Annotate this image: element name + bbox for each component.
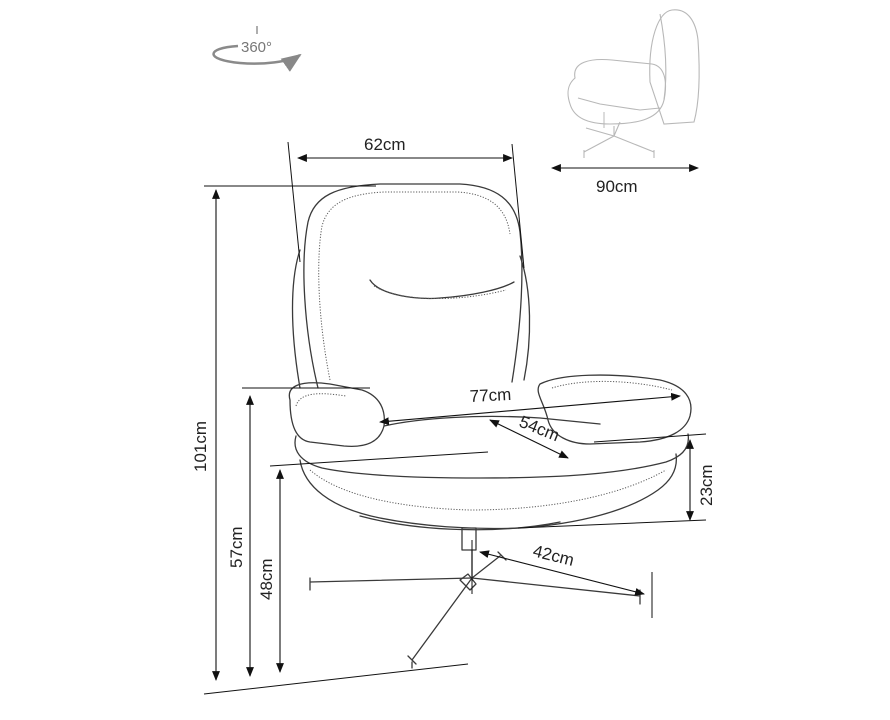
side-view-chair-image xyxy=(567,9,700,158)
armrest-height-dimension: 57cm xyxy=(227,387,370,677)
seat-height-label: 48cm xyxy=(257,558,276,600)
arm-width-label: 77cm xyxy=(469,385,512,406)
seat-height-dimension: 48cm xyxy=(257,451,489,673)
rotation-label: 360° xyxy=(241,39,272,56)
total-height-dimension: 101cm xyxy=(191,185,469,695)
seat-depth-label: 54cm xyxy=(517,412,563,445)
base-radius-dimension: 42cm xyxy=(471,540,653,618)
armrest-height-label: 57cm xyxy=(227,526,246,568)
base-radius-label: 42cm xyxy=(531,541,576,569)
armrest-rise-dimension: 23cm xyxy=(517,433,716,529)
arm-width-dimension: 77cm xyxy=(379,385,681,426)
rotate-360-icon: 360° xyxy=(212,26,302,72)
total-height-label: 101cm xyxy=(191,421,210,472)
depth-dimension: 90cm xyxy=(551,164,699,196)
width-label: 62cm xyxy=(364,135,406,154)
armrest-rise-label: 23cm xyxy=(697,464,716,506)
depth-label: 90cm xyxy=(596,177,638,196)
chair-front-view-image xyxy=(288,183,692,669)
width-dimension: 62cm xyxy=(287,135,525,269)
